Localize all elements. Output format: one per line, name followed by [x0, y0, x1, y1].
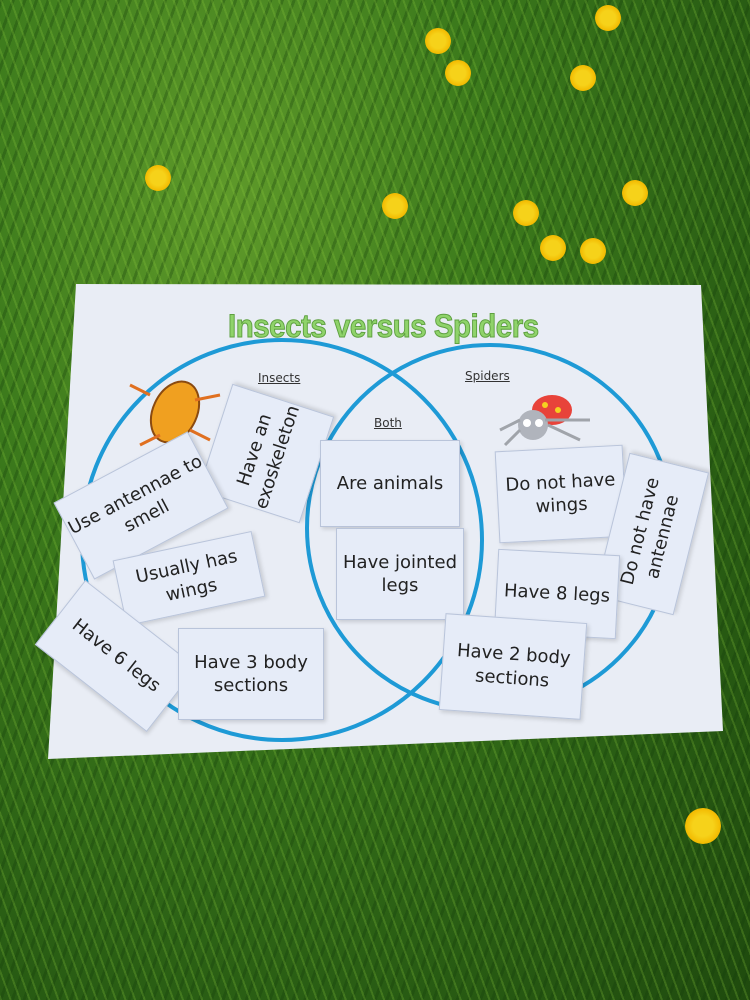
card-text: Have an exoskeleton — [233, 402, 304, 512]
buttercup-flower — [145, 165, 171, 191]
card-text: Are animals — [336, 472, 444, 494]
buttercup-flower — [540, 235, 566, 261]
buttercup-flower — [622, 180, 648, 206]
buttercup-flower — [425, 28, 451, 54]
card-2-body-sections[interactable]: Have 2 body sections — [438, 613, 588, 720]
buttercup-flower — [513, 200, 539, 226]
card-text: Have 8 legs — [503, 580, 611, 608]
card-are-animals[interactable]: Are animals — [320, 440, 460, 527]
buttercup-flower — [570, 65, 596, 91]
spider-illustration — [499, 395, 590, 447]
buttercup-flower — [685, 808, 721, 844]
insects-label: Insects — [258, 371, 301, 385]
buttercup-flower — [595, 5, 621, 31]
beetle-illustration — [129, 380, 221, 447]
buttercup-flower — [445, 60, 471, 86]
card-text: Do not have wings — [504, 468, 616, 518]
card-no-wings[interactable]: Do not have wings — [494, 444, 628, 544]
card-3-body-sections[interactable]: Have 3 body sections — [178, 628, 324, 720]
poster-title: Insects versus Spiders — [228, 308, 540, 345]
buttercup-flower — [382, 193, 408, 219]
card-text: Have 2 body sections — [456, 640, 572, 692]
card-text: Have 3 body sections — [194, 651, 308, 696]
card-text: Have jointed legs — [343, 551, 457, 596]
spiders-label: Spiders — [465, 369, 510, 383]
card-text: Do not have antennae — [616, 475, 684, 588]
buttercup-flower — [580, 238, 606, 264]
both-label: Both — [374, 416, 402, 430]
card-jointed-legs[interactable]: Have jointed legs — [336, 528, 464, 620]
